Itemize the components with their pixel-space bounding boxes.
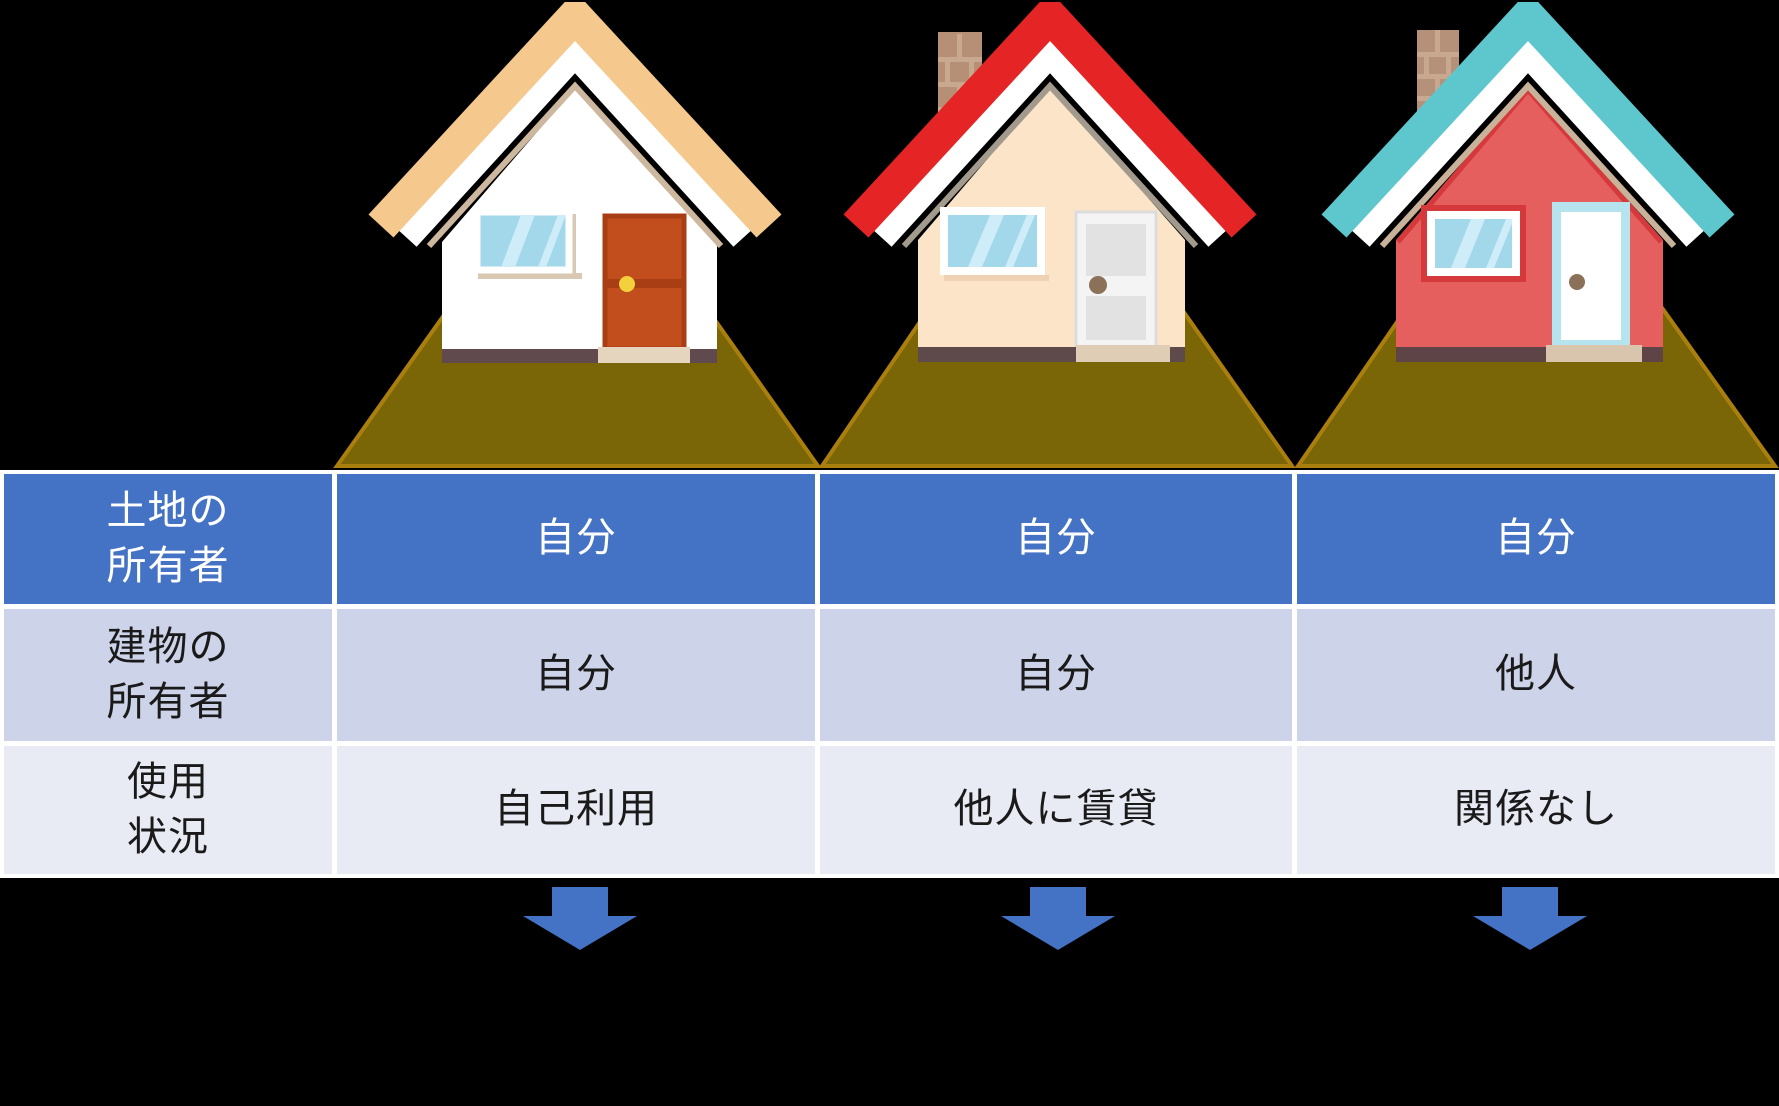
- down-arrow-2: [1001, 887, 1115, 950]
- house1-window-shadow-h: [478, 273, 582, 279]
- down-arrow-3-shape: [1473, 887, 1587, 950]
- cell-land-owner-house3: 自分: [1297, 474, 1775, 604]
- house1-roof-edge-line: [426, 81, 724, 249]
- house2-door-panel-top: [1086, 224, 1146, 276]
- house2-doorstep: [1076, 345, 1170, 362]
- house2-roof-edge-line: [901, 81, 1199, 249]
- house1-roof-white-band: [397, 34, 753, 247]
- cell-building-owner-house3: 他人: [1297, 609, 1775, 741]
- house3-doorstep: [1546, 345, 1642, 362]
- down-arrow-3: [1473, 887, 1587, 950]
- house3-window-glare: [1451, 219, 1512, 268]
- house-2-red-roof: [843, 2, 1257, 362]
- row-label-usage-status: 使用 状況: [4, 746, 332, 874]
- row-label-land-owner: 土地の 所有者: [4, 474, 332, 604]
- house1-doorstep: [598, 347, 690, 363]
- house3-roof-edge-line: [1379, 81, 1677, 249]
- down-arrow-2-shape: [1001, 887, 1115, 950]
- row-label-line: 状況: [127, 815, 209, 859]
- row-label-line: 土地の: [106, 488, 230, 533]
- ownership-table: 土地の 所有者 自分 自分 自分 建物の 所有者 自分 自分 他人 使用 状況 …: [0, 470, 1779, 878]
- house-3-teal-roof: [1321, 2, 1735, 362]
- row-label-line: 使用: [127, 759, 209, 804]
- row-label-building-owner: 建物の 所有者: [4, 609, 332, 741]
- house1-window-shadow-v: [570, 214, 576, 274]
- house2-roof: [843, 2, 1257, 238]
- house-1-tan-roof: [368, 2, 782, 363]
- cell-land-owner-house1: 自分: [337, 474, 815, 604]
- house3-roof-white-band: [1350, 34, 1706, 247]
- cell-building-owner-house1: 自分: [337, 609, 815, 741]
- house3-door: [1561, 212, 1621, 340]
- cell-building-owner-house2: 自分: [820, 609, 1292, 741]
- cell-usage-house1: 自己利用: [337, 746, 815, 874]
- house1-door-knob: [619, 276, 635, 292]
- house3-door-knob: [1569, 274, 1585, 290]
- row-label-line: 所有者: [106, 544, 230, 588]
- house2-window-shadow: [944, 275, 1049, 281]
- house2-door-panel-bottom: [1086, 296, 1146, 340]
- house2-roof-white-band: [872, 34, 1228, 247]
- cell-usage-house2: 他人に賃貸: [820, 746, 1292, 874]
- row-label-line: 建物の: [106, 624, 230, 669]
- row-label-line: 所有者: [106, 680, 230, 724]
- house1-roof: [368, 2, 782, 238]
- down-arrow-1: [523, 887, 637, 950]
- cell-usage-house3: 関係なし: [1297, 746, 1775, 874]
- house2-door-knob: [1089, 276, 1107, 294]
- house3-roof: [1321, 2, 1735, 238]
- house2-window-glare: [968, 215, 1035, 267]
- house1-window-glare: [501, 215, 566, 267]
- cell-land-owner-house2: 自分: [820, 474, 1292, 604]
- house1-door-band: [605, 279, 684, 288]
- down-arrow-1-shape: [523, 887, 637, 950]
